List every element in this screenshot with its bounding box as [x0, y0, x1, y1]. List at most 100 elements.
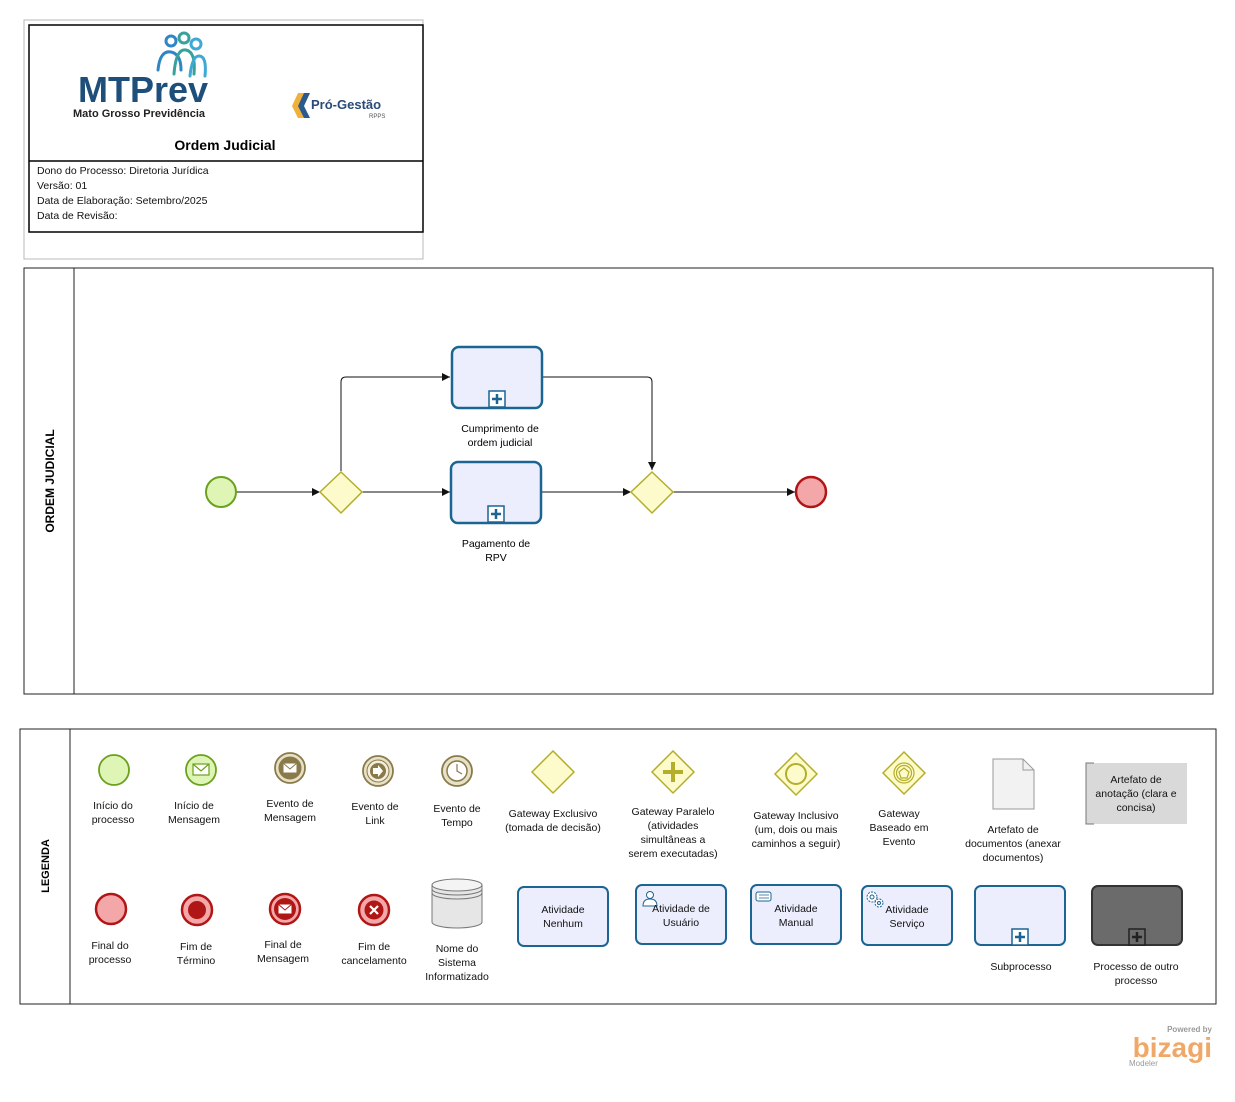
legend-other-process: Processo de outro processo — [1091, 885, 1183, 987]
legend-label: LEGENDA — [40, 839, 52, 893]
legend-item-label: Serviço — [889, 918, 924, 930]
task-pagamento[interactable]: Pagamento de RPV — [449, 460, 543, 564]
legend-user-task: Atividade de Usuário — [635, 884, 727, 945]
legend-item-label: Atividade — [541, 904, 584, 916]
info-owner: Dono do Processo: Diretoria Jurídica — [37, 165, 209, 177]
legend-end-event: Final do processo — [89, 892, 132, 966]
process-info: Dono do Processo: Diretoria Jurídica Ver… — [37, 165, 209, 222]
arrow-right-icon — [373, 765, 383, 777]
legend-service-task: Atividade Serviço — [861, 885, 953, 946]
legend-item-label: Gateway — [878, 808, 920, 820]
legend-item-label: processo — [1115, 975, 1158, 987]
partner-sub: RPPS — [369, 114, 385, 120]
mtprev-logo: MTPrev Mato Grosso Previdência — [73, 31, 208, 120]
start-event[interactable] — [205, 476, 237, 508]
legend-item-label: caminhos a seguir) — [752, 838, 841, 850]
legend-item-label: Atividade de — [652, 903, 710, 915]
legend-parallel-gateway: Gateway Paralelo (atividades simultâneas… — [628, 749, 718, 860]
clock-icon — [456, 764, 463, 775]
legend-item-label: processo — [89, 954, 132, 966]
legend-task-none: Atividade Nenhum — [517, 886, 609, 947]
lane-label: ORDEM JUDICIAL — [43, 429, 57, 532]
powered-by: Powered by — [1167, 1025, 1212, 1034]
legend-item-label: Manual — [779, 917, 813, 929]
legend-annotation-artifact: Artefato de anotação (clara e concisa) — [1085, 762, 1187, 825]
legend-start-event: Início do processo — [92, 754, 134, 826]
legend-item-label: Final de — [264, 939, 302, 951]
legend-item-label: Baseado em — [870, 822, 929, 834]
page-title: Ordem Judicial — [174, 137, 275, 153]
legend-item-label: Evento de — [351, 801, 398, 813]
legend-item-label: Fim de — [180, 941, 212, 953]
legend-item-label: anotação (clara e — [1095, 788, 1176, 800]
task-label-line: ordem judicial — [468, 437, 533, 449]
flow-split-to-cumprimento — [340, 373, 450, 471]
task-label-line: Cumprimento de — [461, 423, 539, 435]
legend-item-label: Atividade — [774, 903, 817, 915]
legend-item-label: Artefato de — [987, 824, 1039, 836]
legend-item-label: Mensagem — [168, 814, 220, 826]
legend-item-label: cancelamento — [341, 955, 407, 967]
task-label-line: RPV — [485, 552, 507, 564]
legend-item-label: Gateway Paralelo — [632, 806, 715, 818]
legend-item-label: documentos (anexar — [965, 838, 1061, 850]
legend-document-artifact: Artefato de documentos (anexar documento… — [965, 758, 1061, 864]
flow-cumprimento-to-join — [543, 376, 656, 470]
info-version: Versão: 01 — [37, 180, 87, 192]
legend-system-datastore: Nome do Sistema Informatizado — [425, 878, 489, 983]
process-pool: ORDEM JUDICIAL Cumprimento de ordem judi… — [23, 267, 1214, 695]
legend-item-label: Gateway Inclusivo — [753, 810, 838, 822]
legend-item-label: simultâneas a — [641, 834, 706, 846]
people-icon — [156, 31, 207, 78]
legend-item-label: (atividades — [648, 820, 699, 832]
subprocess-plus-icon — [487, 505, 505, 523]
legend-item-label: (tomada de decisão) — [505, 822, 601, 834]
envelope-icon — [277, 903, 293, 915]
legend-item-label: Tempo — [441, 817, 473, 829]
legend-item-label: documentos) — [983, 852, 1044, 864]
legend-item-label: Início de — [174, 800, 214, 812]
legend-item-label: Artefato de — [1110, 774, 1162, 786]
legend-message-end: Final de Mensagem — [257, 892, 309, 965]
info-created: Data de Elaboração: Setembro/2025 — [37, 195, 208, 207]
legend-item-label: Início do — [93, 800, 133, 812]
legend-item-label: Atividade — [885, 904, 928, 916]
sequence-flows — [237, 373, 795, 496]
legend-item-label: Evento — [883, 836, 916, 848]
legend-timer-event: Evento de Tempo — [433, 755, 481, 829]
task-cumprimento[interactable]: Cumprimento de ordem judicial — [450, 345, 544, 449]
exclusive-gateway-split[interactable] — [318, 470, 364, 515]
legend-item-label: serem executadas) — [628, 848, 717, 860]
legend-item-label: concisa) — [1116, 802, 1155, 814]
legend-manual-task: Atividade Manual — [750, 884, 842, 945]
org-name: Mato Grosso Previdência — [73, 108, 206, 120]
legend-subprocess: Subprocesso — [974, 885, 1066, 973]
exclusive-gateway-join[interactable] — [629, 470, 675, 515]
close-icon — [369, 905, 379, 915]
legend-item-label: Mensagem — [257, 953, 309, 965]
legend-item-label: (um, dois ou mais — [755, 824, 838, 836]
legend-item-label: Informatizado — [425, 971, 489, 983]
bizagi-brand: bizagi — [1133, 1032, 1212, 1063]
legend-item-label: Nenhum — [543, 918, 583, 930]
legend-item-label: Usuário — [663, 917, 699, 929]
legend-item-label: Subprocesso — [990, 961, 1051, 973]
database-icon — [431, 885, 483, 929]
legend-inclusive-gateway: Gateway Inclusivo (um, dois ou mais cami… — [752, 751, 841, 850]
subprocess-plus-icon — [1011, 928, 1029, 946]
legend-link-event: Evento de Link — [351, 755, 399, 827]
envelope-icon — [282, 762, 298, 774]
legend-item-label: Fim de — [358, 941, 390, 953]
subprocess-plus-icon — [488, 390, 506, 408]
end-event[interactable] — [794, 475, 828, 509]
partner-name: Pró-Gestão — [311, 97, 381, 112]
subprocess-plus-icon — [1128, 928, 1146, 946]
legend-item-label: Link — [365, 815, 385, 827]
legend-pool: LEGENDA Início do processo Início de Men… — [19, 728, 1217, 1005]
gear-icon — [866, 891, 884, 908]
legend-item-label: Sistema — [438, 957, 476, 969]
hand-icon — [755, 891, 772, 902]
legend-item-label: Nome do — [436, 943, 479, 955]
bizagi-watermark: Powered by bizagi Modeler — [1129, 1025, 1213, 1068]
